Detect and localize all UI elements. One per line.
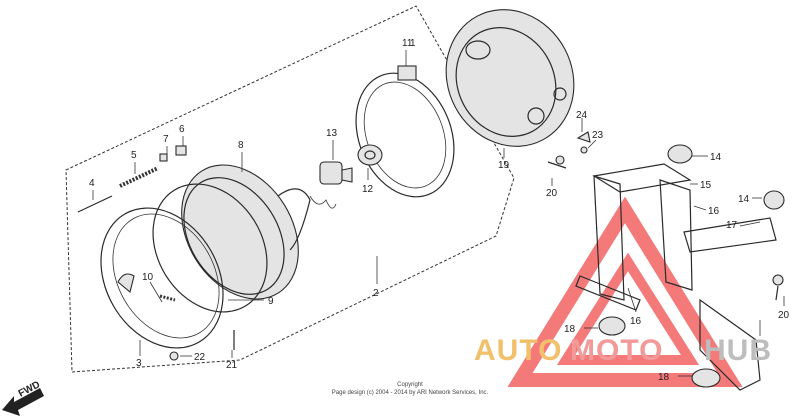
callout-2: 2 (373, 288, 379, 299)
callout-18b: 18 (658, 372, 670, 383)
callout-16a: 16 (708, 206, 720, 217)
small-hardware (77, 131, 591, 361)
callout-20a: 20 (546, 188, 558, 199)
callout-23: 23 (592, 130, 604, 141)
watermark-auto: AUTO (474, 334, 563, 367)
callout-24: 24 (576, 110, 588, 121)
grommets (598, 144, 785, 388)
callout-5: 5 (131, 150, 137, 161)
headlight-rim (100, 207, 224, 349)
leader-lines (92, 50, 785, 377)
callout-20b: 20 (778, 310, 790, 321)
setting-ring (152, 183, 268, 313)
watermark-triangle (507, 196, 743, 387)
copyright-title: Copyright (397, 382, 423, 388)
callout-14b: 14 (738, 194, 750, 205)
callout-3: 3 (136, 358, 142, 369)
callout-4: 4 (89, 178, 95, 189)
fwd-arrow-icon (2, 388, 44, 416)
sealed-beam-unit (181, 164, 311, 300)
callout-15: 15 (700, 180, 712, 191)
callout-1: 1 (410, 38, 416, 49)
callout-22: 22 (194, 352, 206, 363)
callout-7: 7 (163, 134, 169, 145)
bulb-socket (357, 144, 383, 166)
watermark-hub: HUB (704, 334, 772, 367)
callout-17: 17 (726, 220, 738, 231)
copyright-notice: Page design (c) 2004 - 2014 by ARI Netwo… (331, 390, 489, 396)
callout-21: 21 (226, 360, 238, 371)
callout-9: 9 (268, 296, 274, 307)
callout-13: 13 (326, 128, 338, 139)
callout-16b: 16 (630, 316, 642, 327)
callout-labels: 1 2 3 4 5 6 7 8 9 10 11 12 13 14 14 15 1… (89, 38, 790, 383)
callout-14a: 14 (710, 152, 722, 163)
headlight-stays (575, 163, 777, 391)
headlight-bulb (309, 161, 353, 209)
callout-8: 8 (238, 140, 244, 151)
callout-6: 6 (179, 124, 185, 135)
callout-19: 19 (498, 160, 510, 171)
assembly-outline (65, 5, 515, 373)
callout-18a: 18 (564, 324, 576, 335)
callout-11: 11 (402, 38, 413, 49)
watermark-moto: MOTO (570, 334, 664, 367)
callout-12: 12 (362, 184, 374, 195)
headlight-case (445, 9, 575, 147)
callout-10: 10 (142, 272, 154, 283)
